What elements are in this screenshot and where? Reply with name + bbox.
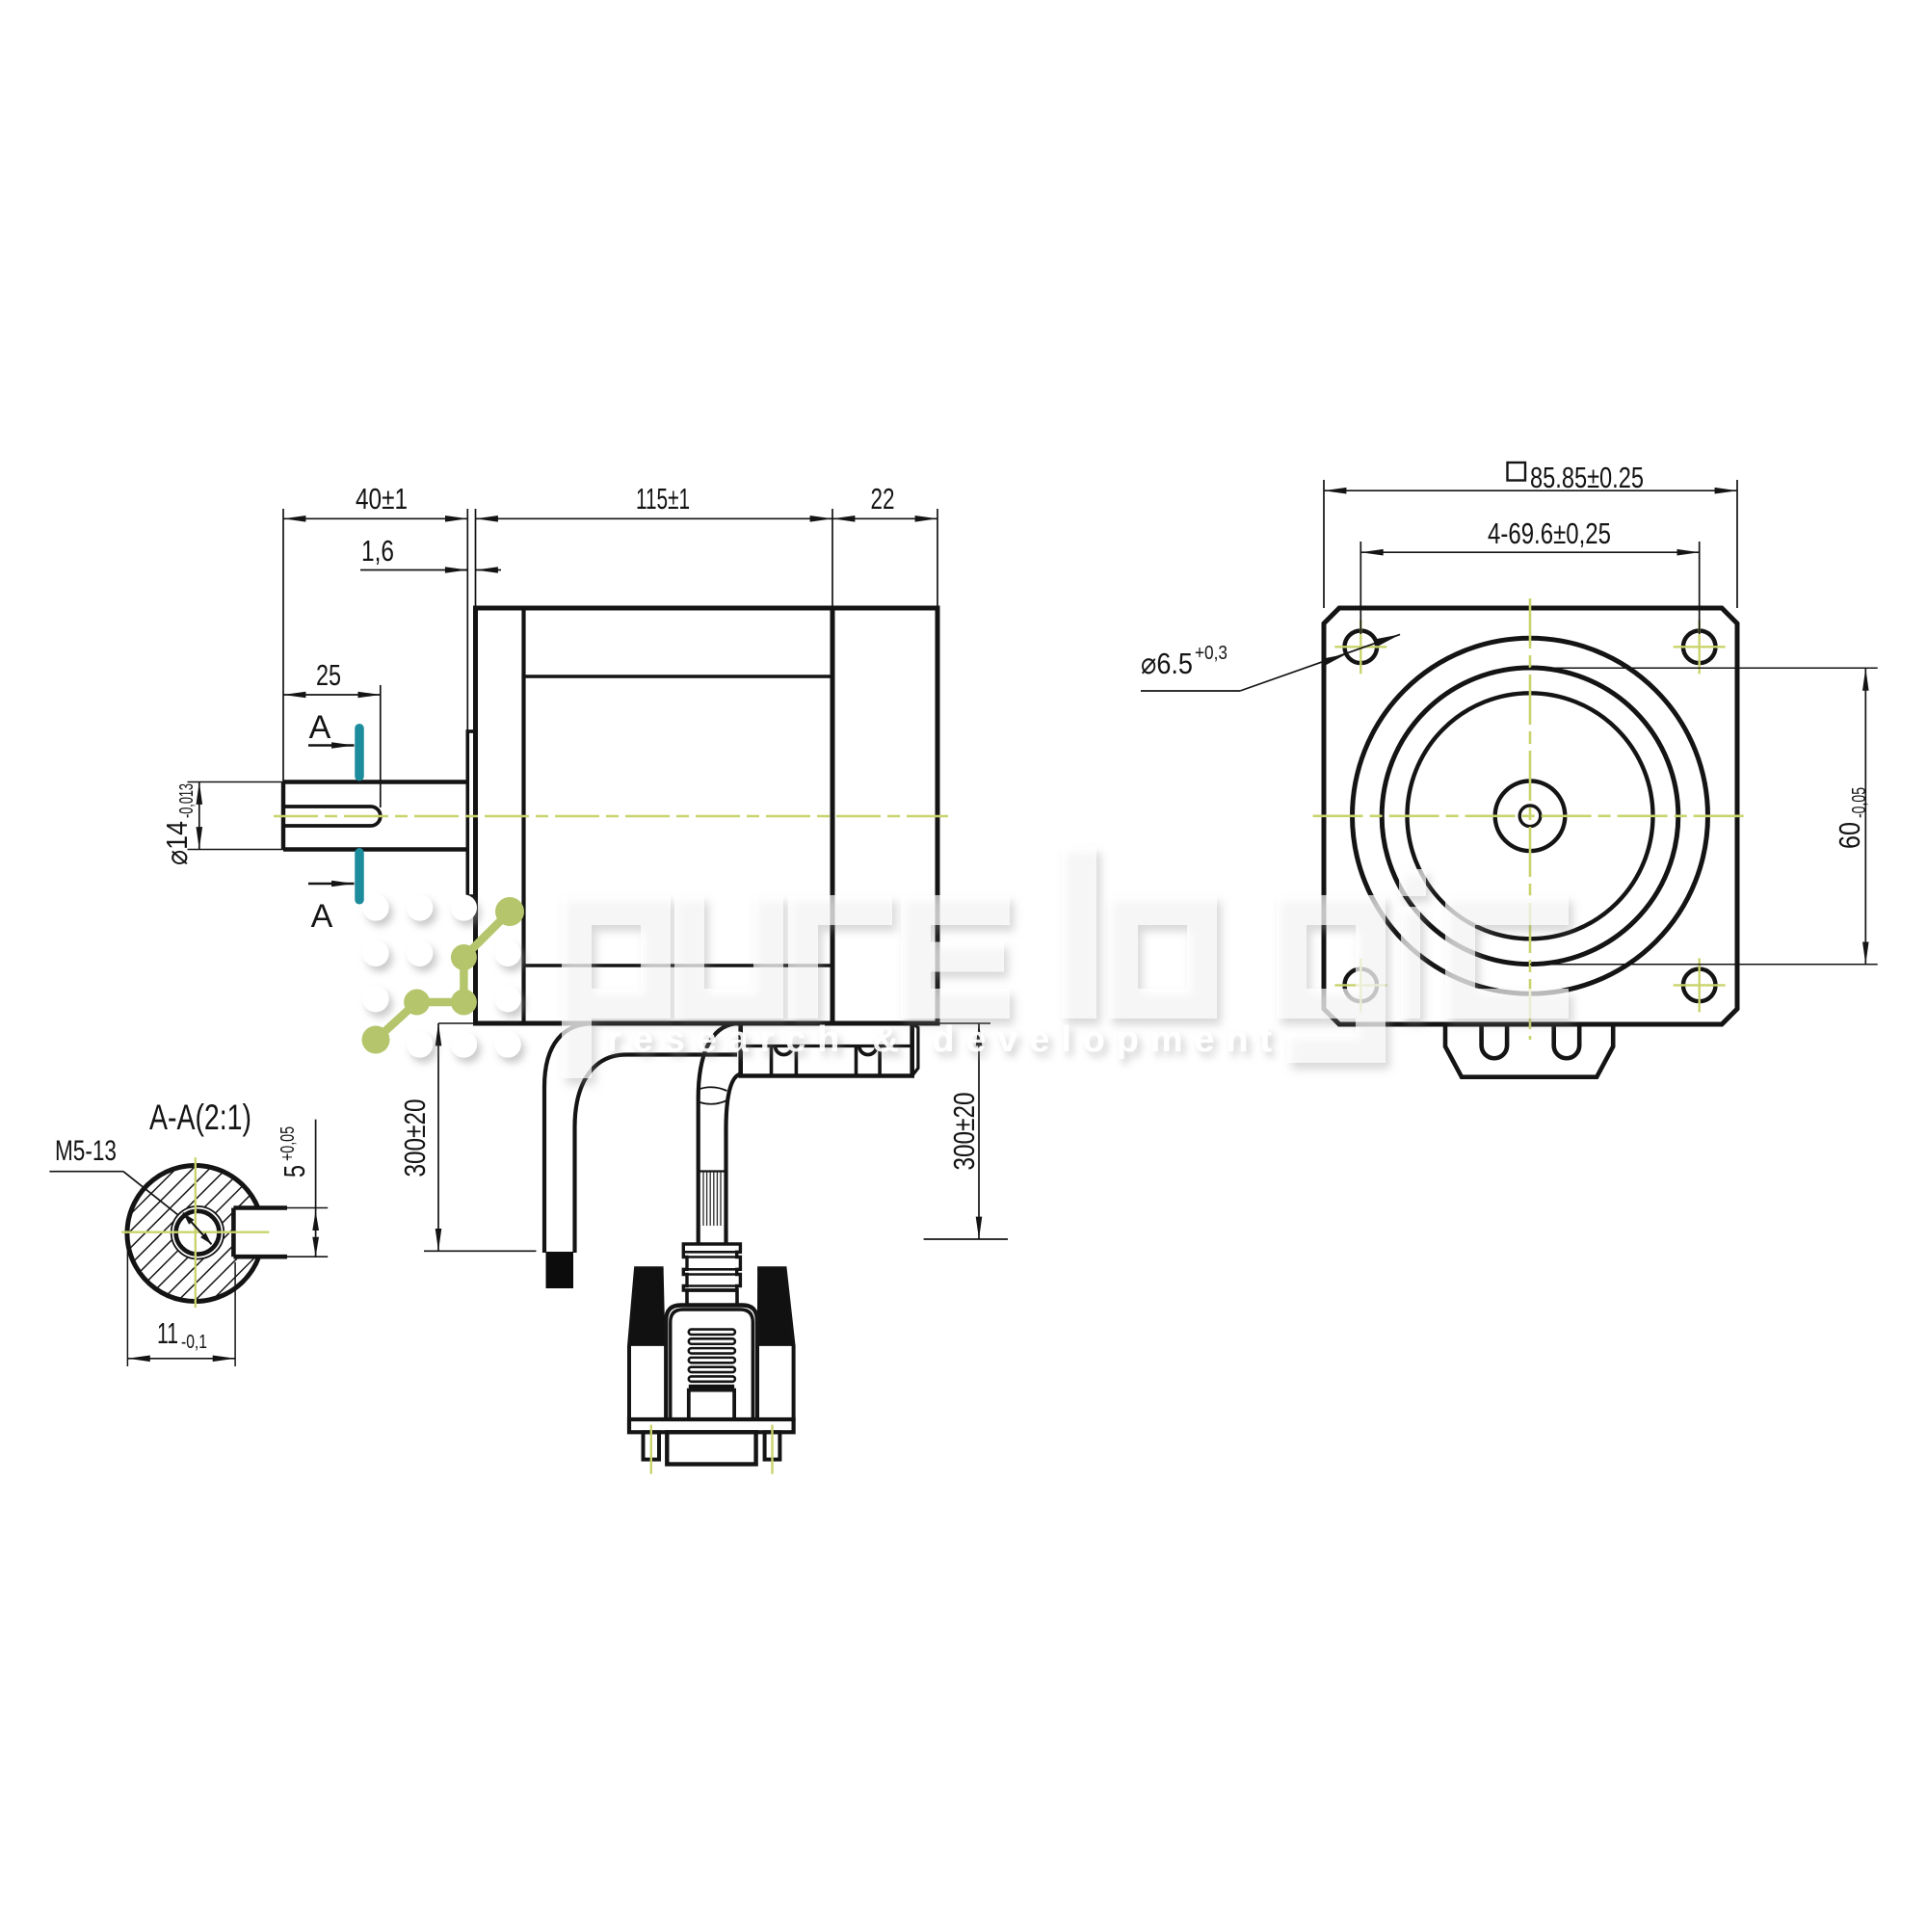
svg-text:A: A <box>311 898 333 935</box>
svg-text:5: 5 <box>277 1165 311 1178</box>
svg-text:115±1: 115±1 <box>636 482 690 516</box>
svg-text:25: 25 <box>316 658 341 692</box>
svg-text:1,6: 1,6 <box>361 534 394 568</box>
svg-text:60: 60 <box>1833 822 1866 849</box>
svg-text:A: A <box>309 709 331 746</box>
svg-text:-0,013: -0,013 <box>176 783 198 818</box>
svg-text:+0,05: +0,05 <box>277 1126 299 1161</box>
svg-text:-0,05: -0,05 <box>1849 787 1870 818</box>
svg-text:+0,3: +0,3 <box>1195 643 1227 664</box>
svg-text:-0,1: -0,1 <box>181 1332 207 1353</box>
svg-text:85.85±0.25: 85.85±0.25 <box>1530 461 1644 494</box>
svg-text:40±1: 40±1 <box>356 482 408 516</box>
svg-text:22: 22 <box>871 482 895 516</box>
svg-text:⌀14: ⌀14 <box>160 821 194 865</box>
svg-text:M5-13: M5-13 <box>55 1135 117 1167</box>
svg-text:A-A(2:1): A-A(2:1) <box>149 1098 251 1137</box>
svg-text:research & development: research & development <box>607 1019 1272 1060</box>
svg-text:300±20: 300±20 <box>947 1093 981 1171</box>
svg-text:11: 11 <box>157 1316 178 1350</box>
svg-text:300±20: 300±20 <box>398 1099 432 1178</box>
svg-text:4-69.6±0,25: 4-69.6±0,25 <box>1488 516 1611 550</box>
svg-text:⌀6.5: ⌀6.5 <box>1141 647 1193 680</box>
